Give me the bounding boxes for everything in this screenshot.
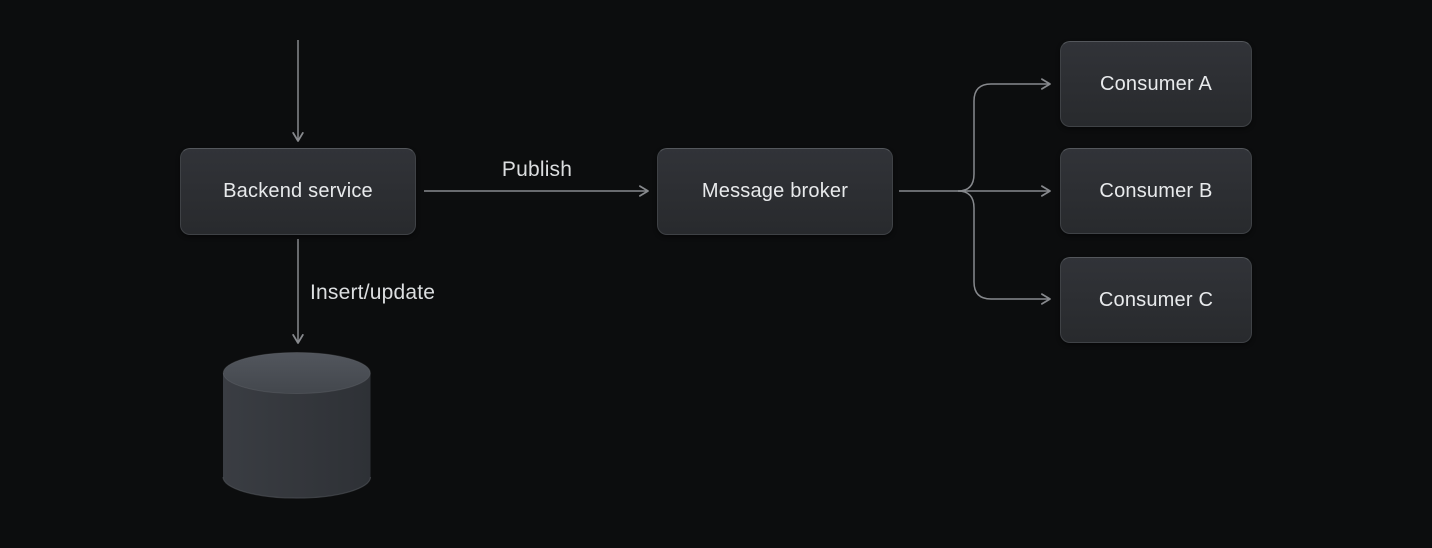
node-consumer-a-label: Consumer A [1099, 72, 1213, 95]
node-backend-service: Backend service [180, 148, 416, 235]
edge-label-publish: Publish [501, 158, 573, 181]
node-message-broker: Message broker [657, 148, 893, 235]
node-consumer-b: Consumer B [1060, 148, 1252, 234]
node-consumer-a: Consumer A [1060, 41, 1252, 127]
edge-broker-consumer-c [957, 190, 1051, 305]
edge-label-insert-update: Insert/update [310, 281, 436, 304]
edge-broker-consumer-a [957, 78, 1051, 192]
node-message-broker-label: Message broker [701, 180, 849, 202]
node-consumer-b-label: Consumer B [1099, 179, 1213, 202]
node-consumer-c: Consumer C [1060, 257, 1252, 343]
node-backend-service-label: Backend service [223, 180, 373, 202]
node-consumer-c-label: Consumer C [1098, 288, 1214, 311]
database-cylinder-icon [222, 352, 372, 499]
